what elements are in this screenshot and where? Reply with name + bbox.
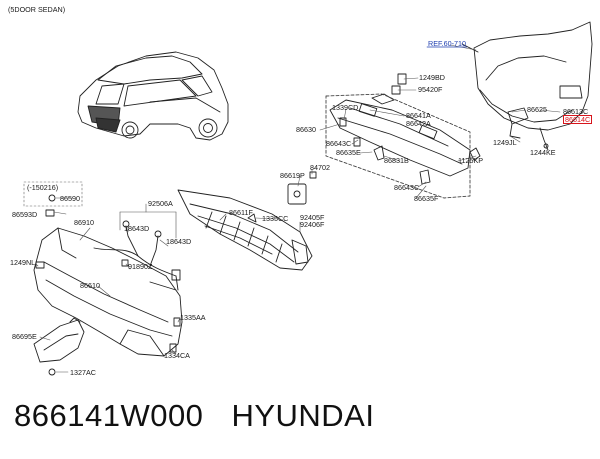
date-note-box	[23, 181, 83, 207]
part-label-86642a[interactable]: 86642A	[406, 119, 431, 128]
part-label-86630[interactable]: 86630	[296, 125, 316, 134]
part-label-92506a[interactable]: 92506A	[148, 199, 173, 208]
part-label-86625[interactable]: 86625	[527, 105, 547, 114]
part-label-86614c-highlighted[interactable]: 86614C	[563, 115, 593, 125]
brand-name: HYUNDAI	[231, 398, 375, 433]
lower-grille-illustration	[177, 189, 313, 271]
part-label-86643c-upper[interactable]: 86643C	[326, 139, 352, 148]
part-label-86610[interactable]: 86610	[80, 281, 100, 290]
car-silhouette-illustration	[77, 51, 229, 141]
bumper-cover-illustration	[33, 227, 183, 357]
part-label-1335cc[interactable]: 1335CC	[262, 214, 289, 223]
part-label-95420f[interactable]: 95420F	[418, 85, 443, 94]
part-caption: 866141W000 HYUNDAI	[14, 398, 402, 434]
part-number: 866141W000	[14, 398, 204, 433]
part-label-1334ca[interactable]: 1334CA	[164, 351, 190, 360]
part-label-84702[interactable]: 84702	[310, 163, 330, 172]
part-label-86635e[interactable]: 86635E	[336, 148, 361, 157]
part-label-86613c[interactable]: 86613C	[563, 107, 589, 116]
part-label-86611f[interactable]: 86611F	[229, 208, 253, 217]
part-label-86635f[interactable]: 86635F	[414, 194, 439, 203]
part-label-92405f[interactable]: 92405F	[300, 213, 325, 222]
variant-heading: (5DOOR SEDAN)	[8, 5, 66, 14]
bumper-reinforcement-illustration	[325, 93, 471, 199]
part-label-86619p[interactable]: 86619P	[280, 171, 305, 180]
wiring-harness-illustration	[93, 220, 181, 291]
part-label-86910[interactable]: 86910	[74, 218, 94, 227]
part-label-86590[interactable]: 86590	[60, 194, 80, 203]
quarter-panel-illustration	[461, 21, 593, 131]
clip-hardware-illustration	[35, 73, 431, 376]
part-label-86641a[interactable]: 86641A	[406, 111, 431, 120]
part-label-86593d[interactable]: 86593D	[12, 210, 38, 219]
part-label-1339cd[interactable]: 1339CD	[332, 103, 359, 112]
part-label-1125kp[interactable]: 1125KP	[458, 156, 484, 165]
part-label-1244ke[interactable]: 1244KE	[530, 148, 556, 157]
part-label-86643c-lower[interactable]: 86643C	[394, 183, 420, 192]
reference-link[interactable]: REF.60-710	[428, 39, 466, 48]
date-note: (-150216)	[27, 183, 59, 192]
part-label-91890z[interactable]: 91890Z	[128, 262, 153, 271]
part-label-18643d-right[interactable]: 18643D	[166, 237, 192, 246]
part-label-1335aa[interactable]: 1335AA	[180, 313, 206, 322]
part-label-1327ac[interactable]: 1327AC	[70, 368, 96, 377]
under-cover-illustration	[33, 317, 85, 363]
part-label-92406f[interactable]: 92406F	[300, 220, 325, 229]
part-label-1249jl[interactable]: 1249JL	[493, 138, 517, 147]
leader-lines	[35, 44, 561, 373]
part-label-86695e[interactable]: 86695E	[12, 332, 37, 341]
part-label-1249nl[interactable]: 1249NL	[10, 258, 36, 267]
part-label-18643d-left[interactable]: 18643D	[124, 224, 150, 233]
part-label-86831b[interactable]: 86831B	[384, 156, 409, 165]
part-label-1249bd[interactable]: 1249BD	[419, 73, 445, 82]
